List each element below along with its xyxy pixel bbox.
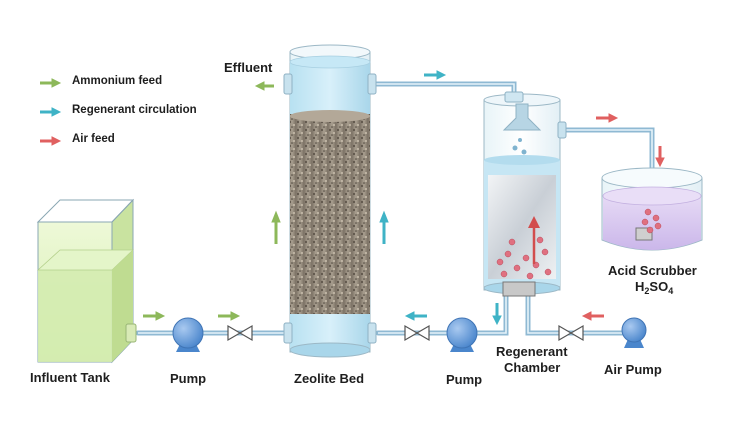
legend-arrow-air (40, 136, 62, 146)
pipe-airpump-to-chamber (525, 293, 629, 336)
legend-arrow-regenerant (40, 107, 62, 117)
valve-right (558, 324, 584, 342)
label-air-pump: Air Pump (604, 362, 662, 377)
air-pump (621, 317, 647, 348)
h2so4-h: H (635, 279, 645, 294)
label-chamber: Chamber (504, 360, 561, 375)
zeolite-column (283, 44, 377, 358)
pump-left (172, 317, 204, 352)
label-pump-left: Pump (170, 371, 207, 386)
h2so4-so: SO (649, 279, 669, 294)
label-effluent: Effluent (224, 60, 273, 75)
legend-label-regenerant: Regenerant circulation (72, 104, 197, 116)
legend-item-regenerant: Regenerant circulation (62, 104, 197, 116)
legend-arrow-ammonium (40, 78, 62, 88)
label-pump-right: Pump (446, 372, 483, 387)
pipe-pump-to-chamber (473, 293, 509, 336)
label-acid-scrubber: Acid Scrubber (608, 263, 697, 278)
acid-scrubber (601, 167, 703, 251)
h2so4-sub-4: 4 (668, 286, 674, 296)
legend-label-air: Air feed (72, 133, 115, 145)
legend-markers (40, 78, 62, 146)
legend-item-air: Air feed (62, 133, 115, 145)
valve-left (227, 324, 253, 342)
flow-arrows (143, 70, 665, 326)
legend-item-ammonium: Ammonium feed (62, 75, 162, 87)
pipes (135, 81, 655, 336)
label-influent-tank: Influent Tank (30, 370, 110, 385)
pump-right (446, 317, 478, 352)
valve-middle (404, 324, 430, 342)
influent-tank (36, 198, 137, 364)
label-h2so4: H2SO4 (635, 279, 673, 296)
pipe-effluent-to-chamber (373, 81, 517, 99)
h2so4-sub-2: 2 (644, 286, 650, 296)
label-zeolite-bed: Zeolite Bed (294, 371, 365, 386)
legend-label-ammonium: Ammonium feed (72, 75, 163, 87)
label-regenerant: Regenerant (496, 344, 568, 359)
regenerant-chamber (483, 91, 567, 297)
